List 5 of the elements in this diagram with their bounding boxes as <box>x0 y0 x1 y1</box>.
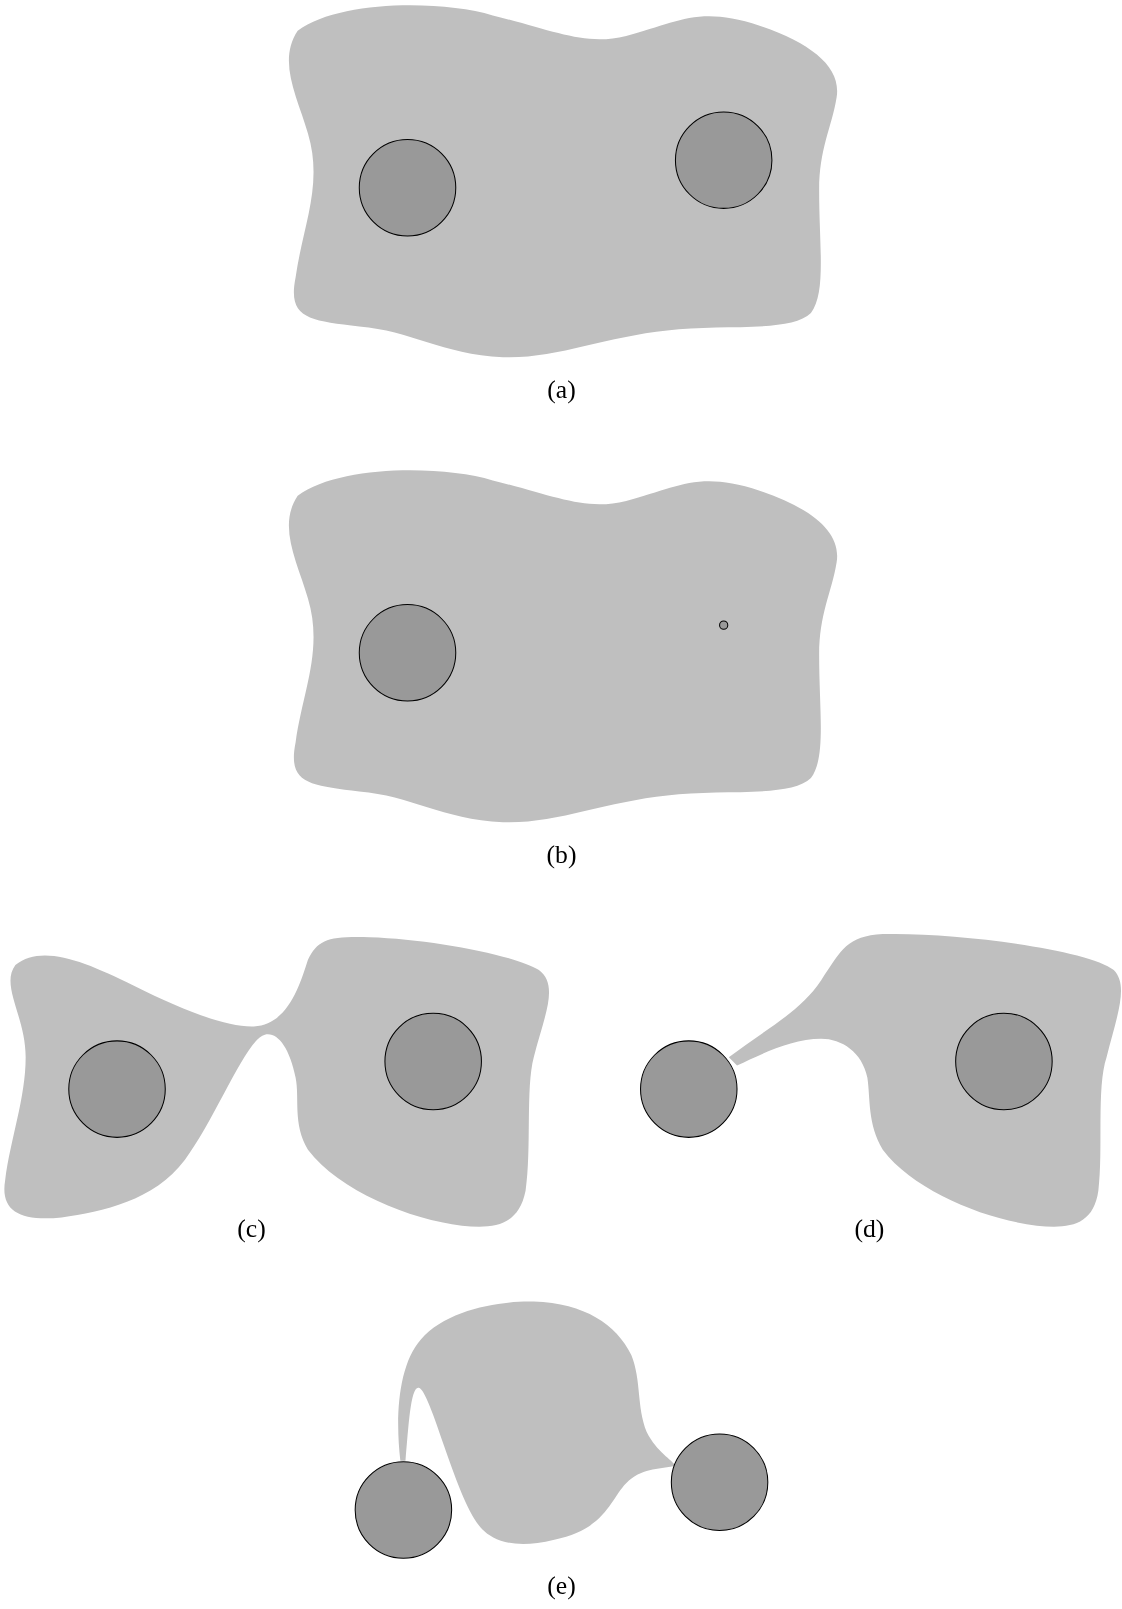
panel-label: (b) <box>546 840 577 870</box>
panel-label: (d) <box>854 1214 885 1244</box>
panel-label: (c) <box>237 1214 266 1244</box>
panel-label: (e) <box>547 1571 576 1601</box>
panel-label: (a) <box>547 375 576 405</box>
